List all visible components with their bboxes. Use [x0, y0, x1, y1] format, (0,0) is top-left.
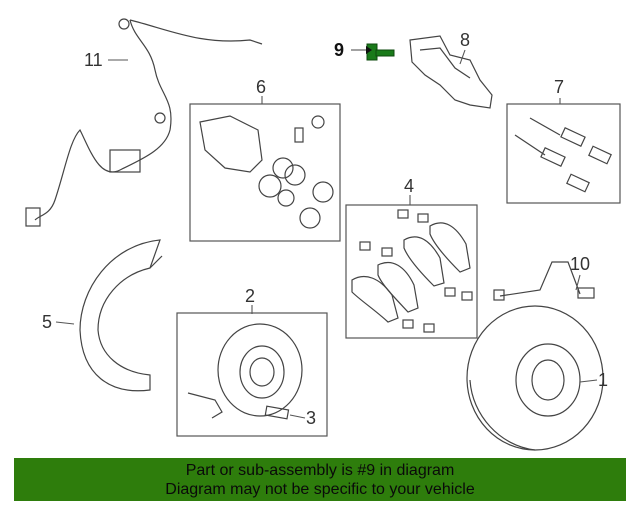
part-5-dust-shield[interactable]: [79, 239, 163, 392]
leader-1: [579, 379, 598, 383]
part-7-guide-pins[interactable]: [514, 117, 612, 193]
part-10-wear-sensor[interactable]: [493, 261, 595, 301]
part-4-brake-pads[interactable]: [351, 209, 473, 333]
leader-3: [289, 414, 306, 419]
part-3-wheel-stud[interactable]: [264, 405, 290, 420]
callout-5: 5: [42, 312, 53, 332]
callout-7: 7: [554, 77, 565, 97]
part-8-caliper-bracket[interactable]: [409, 35, 493, 109]
leader-8: [459, 49, 466, 65]
callout-11: 11: [84, 50, 103, 70]
callout-4: 4: [404, 176, 415, 196]
callout-2: 2: [245, 286, 256, 306]
part-4-box: [345, 204, 478, 339]
part-9-bolt[interactable]: [366, 43, 395, 61]
callout-9: 9: [334, 40, 345, 60]
info-banner: Part or sub-assembly is #9 in diagram Di…: [14, 458, 626, 501]
part-6-caliper[interactable]: [199, 115, 334, 229]
callout-8: 8: [460, 30, 471, 50]
banner-line-2: Diagram may not be specific to your vehi…: [165, 481, 475, 498]
part-7-box: [506, 103, 621, 204]
callout-6: 6: [256, 77, 267, 97]
leader-9-arrow: [366, 46, 372, 54]
callout-3: 3: [306, 408, 317, 428]
brake-parts-diagram: [25, 18, 621, 451]
leader-10: [575, 274, 581, 291]
part-2-hub[interactable]: [187, 323, 303, 419]
part-6-box: [189, 103, 341, 242]
part-1-rotor[interactable]: [466, 305, 604, 451]
leader-5: [55, 321, 75, 325]
banner-line-1: Part or sub-assembly is #9 in diagram: [185, 462, 455, 479]
callout-1: 1: [598, 370, 609, 390]
part-11-abs-harness[interactable]: [25, 18, 263, 227]
callout-10: 10: [570, 254, 591, 274]
